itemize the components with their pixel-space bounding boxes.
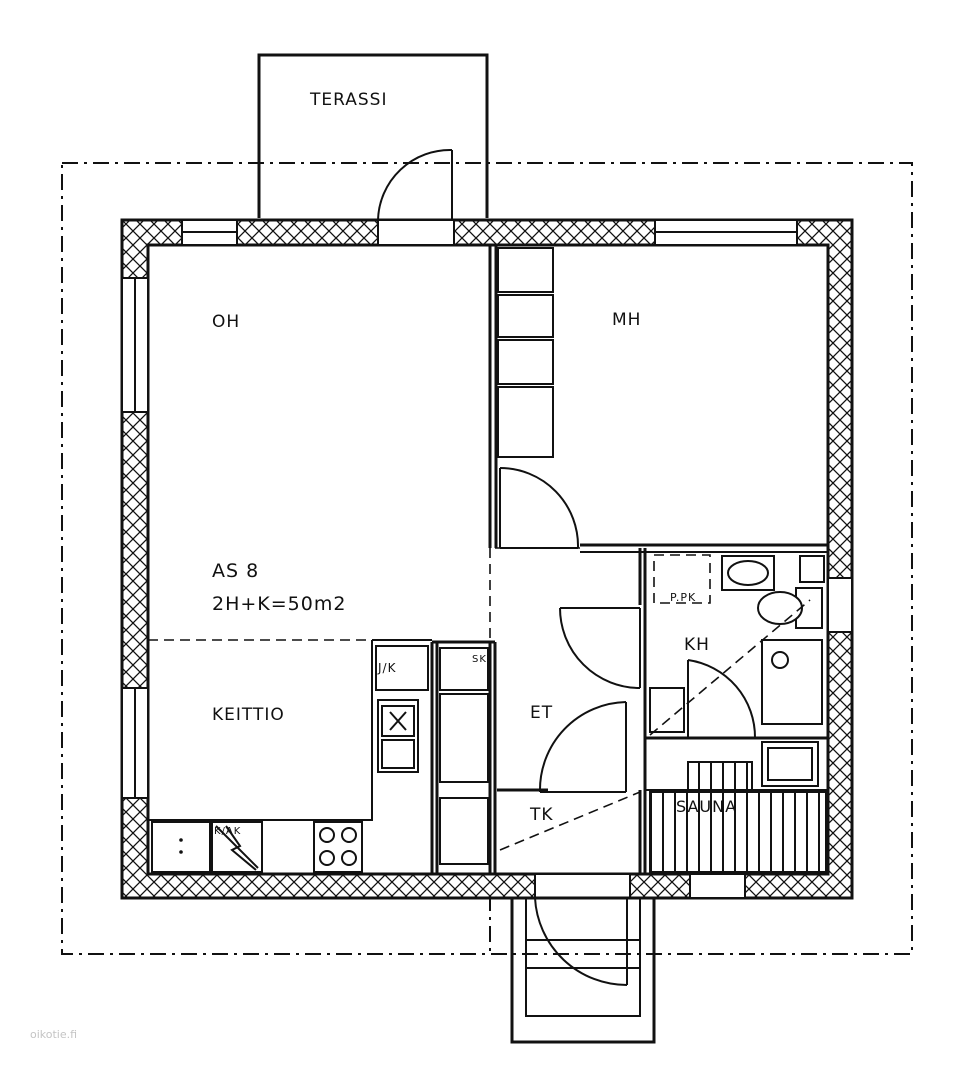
door-mh: [499, 467, 580, 549]
hall-doors: [538, 607, 757, 793]
terrace-door: [377, 148, 453, 221]
apartment-id: AS 8: [212, 560, 259, 582]
outer-walls: [120, 218, 854, 900]
roof-outline: [61, 162, 913, 955]
kh-label: KH: [684, 635, 710, 655]
interior-walls: [430, 245, 828, 875]
hall-diagonal: [499, 791, 641, 851]
windows: [121, 219, 853, 899]
tk-label: TK: [529, 805, 554, 825]
apartment-area: 2H+K=50m2: [212, 593, 346, 615]
terrace-label: TERASSI: [309, 90, 387, 110]
bathroom-fixtures: P.PK: [649, 554, 825, 787]
mh-label: MH: [612, 310, 641, 330]
fridge-label: J/K: [377, 661, 397, 675]
sk-label: SK: [472, 654, 487, 665]
kitchen-divider: [148, 547, 580, 641]
ppk-label: P.PK: [670, 591, 696, 604]
et-label: ET: [530, 703, 553, 723]
hall-closets: SK: [439, 647, 489, 865]
oh-label: OH: [212, 312, 240, 332]
sauna-benches: [649, 761, 827, 873]
wardrobes-mh: [497, 247, 554, 458]
watermark: oikotie.fi: [30, 1028, 77, 1041]
oven-label: K/AK: [214, 826, 241, 837]
entrance-porch: [510, 896, 656, 1044]
kitchen-counters: J/K K/AK: [147, 639, 432, 874]
keittio-label: KEITTIO: [212, 705, 285, 725]
sauna-label: SAUNA: [676, 797, 737, 816]
room-labels: OH MH AS 8 2H+K=50m2 KEITTIO KH ET TK SA…: [212, 310, 737, 825]
terrace: TERASSI: [257, 53, 489, 218]
